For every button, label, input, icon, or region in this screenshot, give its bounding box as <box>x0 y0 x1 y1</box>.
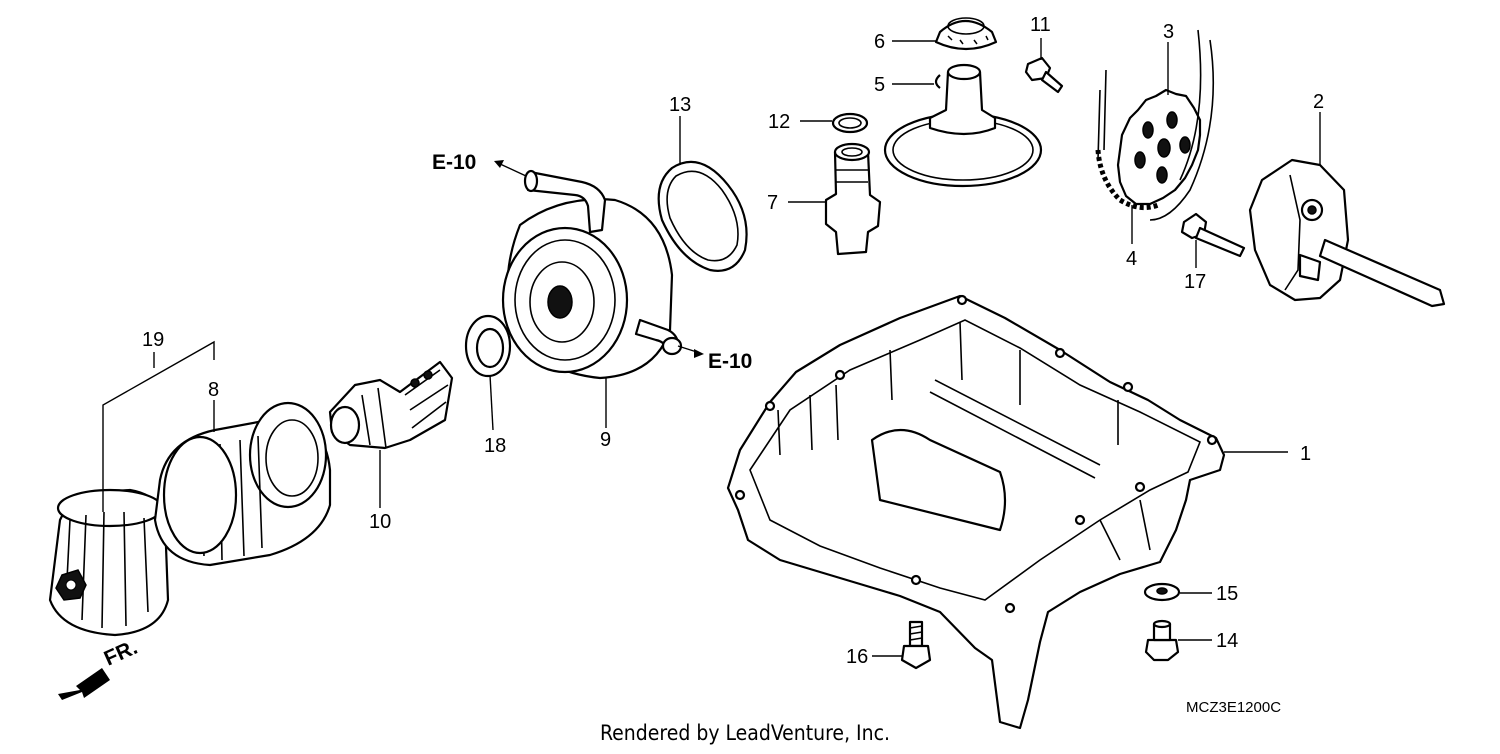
callout-7: 7 <box>767 192 778 214</box>
direction-label: FR. <box>101 636 141 671</box>
ref-e10-lower[interactable]: E-10 <box>708 350 752 373</box>
part-7-pipe[interactable] <box>824 142 882 256</box>
callout-4: 4 <box>1126 248 1137 270</box>
callout-10: 10 <box>369 511 391 533</box>
footer-credit: Rendered by LeadVenture, Inc. <box>600 721 890 745</box>
part-18-washer[interactable] <box>464 314 512 378</box>
callout-1: 1 <box>1300 443 1311 465</box>
part-12-o-ring[interactable] <box>831 112 869 134</box>
front-direction-arrow: FR. <box>58 636 141 700</box>
callout-6: 6 <box>874 31 885 53</box>
part-11-bolt[interactable] <box>1024 56 1064 94</box>
part-3-sprocket[interactable] <box>1116 88 1202 206</box>
callout-17: 17 <box>1184 271 1206 293</box>
callout-5: 5 <box>874 74 885 96</box>
ref-e10-upper[interactable]: E-10 <box>432 151 476 174</box>
callout-11: 11 <box>1030 14 1051 36</box>
callout-9: 9 <box>600 429 611 451</box>
part-8-oil-filter[interactable] <box>153 401 332 567</box>
part-13-o-ring[interactable] <box>657 160 748 272</box>
callout-3: 3 <box>1163 21 1174 43</box>
callout-13: 13 <box>669 94 691 116</box>
callout-16: 16 <box>846 646 868 668</box>
part-19-filter-cap[interactable] <box>48 488 170 637</box>
callout-15: 15 <box>1216 583 1238 605</box>
callout-labels: 1 2 3 4 5 6 7 8 9 10 11 12 13 14 15 16 1… <box>142 14 1324 668</box>
callout-8: 8 <box>208 379 219 401</box>
part-15-washer[interactable] <box>1143 582 1181 602</box>
part-6-seal[interactable] <box>934 17 998 51</box>
callout-2: 2 <box>1313 91 1324 113</box>
callout-14: 14 <box>1216 630 1238 652</box>
part-2-oil-pump[interactable] <box>1248 158 1446 308</box>
part-17-bolt[interactable] <box>1180 212 1246 258</box>
part-9-oil-cooler[interactable] <box>501 169 683 380</box>
leader-lines <box>102 38 1321 657</box>
callout-18: 18 <box>484 435 506 457</box>
callout-12: 12 <box>768 111 790 133</box>
part-4-chain[interactable] <box>1095 29 1215 221</box>
part-16-bolt[interactable] <box>900 620 932 670</box>
part-14-drain-bolt[interactable] <box>1144 619 1180 662</box>
part-10-union-bolt[interactable] <box>328 360 454 450</box>
part-5-strainer[interactable] <box>883 63 1043 188</box>
callout-19: 19 <box>142 329 164 351</box>
diagram-code: MCZ3E1200C <box>1186 699 1281 716</box>
part-1-oil-pan[interactable] <box>726 294 1226 730</box>
